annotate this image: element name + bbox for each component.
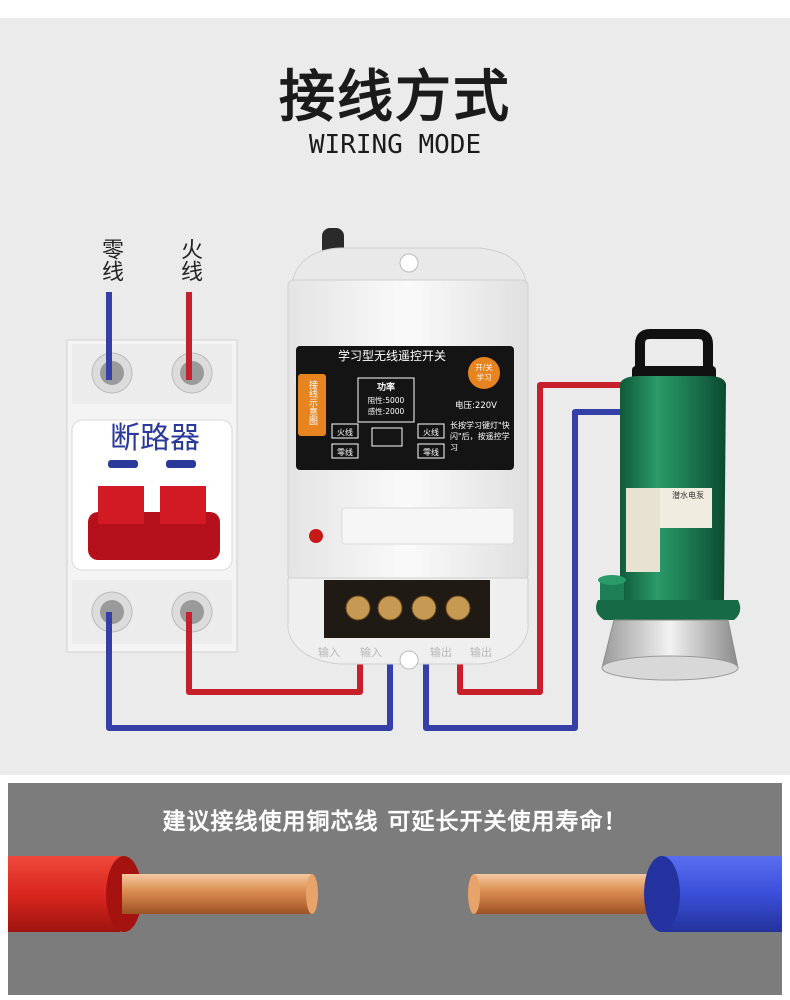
blue-copper-cable — [468, 856, 782, 932]
terminal-label-4: 输出 — [470, 645, 492, 659]
input-live-label: 火线 — [337, 427, 353, 437]
input-neutral-label: 零线 — [337, 447, 353, 457]
neutral-wire-label: 零线 — [98, 238, 123, 282]
water-pump — [596, 329, 741, 681]
switch-heading: 学习型无线遥控开关 — [338, 348, 446, 363]
power-resistive: 阻性:5000 — [368, 395, 405, 405]
learn-note: 长按学习键灯"快闪"后，按遥控学习 — [450, 421, 510, 452]
voltage-text: 电压:220V — [455, 400, 497, 411]
output-neutral-label: 零线 — [423, 447, 439, 457]
switch-live-to-pump — [457, 382, 630, 695]
live-wire-label: 火线 — [177, 238, 202, 282]
terminal-labels: 输入 输入 输出 输出 — [318, 645, 492, 659]
page-subtitle: WIRING MODE — [308, 130, 482, 160]
breaker-live-to-switch — [186, 612, 363, 695]
wireless-switch — [287, 228, 529, 670]
terminal-label-3: 输出 — [430, 645, 452, 659]
learn-badge: 开/关学习 — [475, 362, 493, 382]
circuit-breaker — [66, 339, 238, 653]
advice-banner: 建议接线使用铜芯线 可延长开关使用寿命！ — [162, 809, 628, 835]
power-inductive: 感性:2000 — [368, 406, 405, 416]
wires — [106, 292, 630, 731]
page-title: 接线方式 — [279, 65, 511, 130]
terminal-label-2: 输入 — [360, 645, 382, 659]
red-copper-cable — [8, 856, 318, 932]
pump-label: 潜水电泵 — [672, 490, 704, 500]
breaker-label: 断路器 — [110, 421, 200, 456]
switch-side-label: 接线示意图 — [307, 379, 318, 426]
terminal-label-1: 输入 — [318, 645, 340, 659]
switch-neutral-to-pump — [423, 409, 630, 731]
output-live-label: 火线 — [423, 427, 439, 437]
breaker-neutral-to-switch — [106, 612, 393, 731]
learn-note-box: 长按学习键灯"快闪"后，按遥控学习 — [450, 421, 510, 452]
power-title: 功率 — [377, 381, 395, 393]
